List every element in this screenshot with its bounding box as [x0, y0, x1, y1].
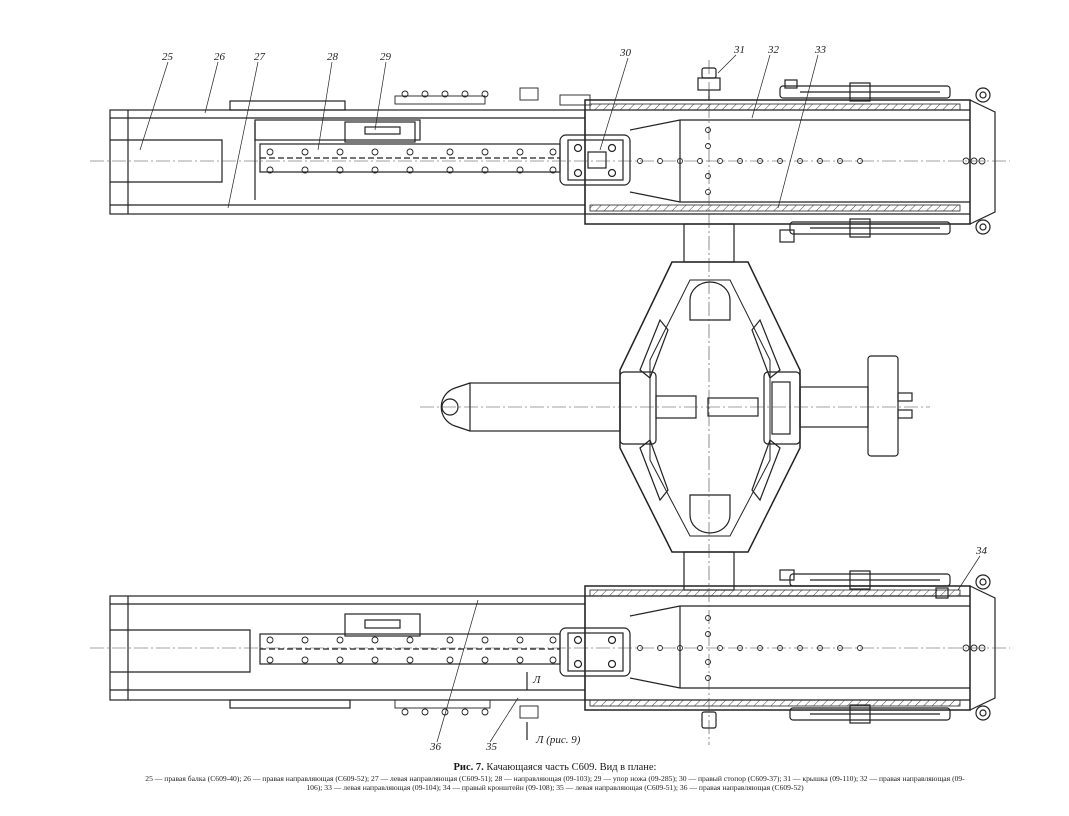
figure-title: Качающаяся часть С609. Вид в плане:	[486, 762, 657, 773]
center-lines	[90, 60, 1010, 745]
figure-legend: 25 — правая балка (С609-40); 26 — правая…	[145, 774, 965, 792]
figure-caption: Рис. 7. Качающаяся часть С609. Вид в пла…	[140, 761, 970, 792]
callout-35: 35	[485, 741, 498, 753]
callout-33: 33	[814, 44, 827, 56]
technical-drawing: Л Л (рис. 9) 25 26 27 28 29 30 31 32 33 …	[90, 44, 1010, 753]
callout-27: 27	[254, 51, 266, 63]
callout-30: 30	[619, 47, 632, 59]
section-ref-label: Л (рис. 9)	[535, 734, 581, 746]
callout-26: 26	[214, 51, 226, 63]
figure-number: Рис. 7.	[453, 762, 484, 773]
callout-25: 25	[162, 51, 174, 63]
callout-29: 29	[380, 51, 392, 63]
callout-32: 32	[767, 44, 780, 56]
callout-28: 28	[327, 51, 339, 63]
leader-lines	[139, 54, 981, 743]
callout-34: 34	[975, 545, 988, 557]
callout-36: 36	[429, 741, 442, 753]
callout-31: 31	[733, 44, 745, 56]
upper-beam	[109, 67, 996, 243]
lower-beam	[109, 569, 996, 729]
caption-title-line: Рис. 7. Качающаяся часть С609. Вид в пла…	[140, 761, 970, 774]
section-mark-label: Л	[532, 674, 541, 686]
